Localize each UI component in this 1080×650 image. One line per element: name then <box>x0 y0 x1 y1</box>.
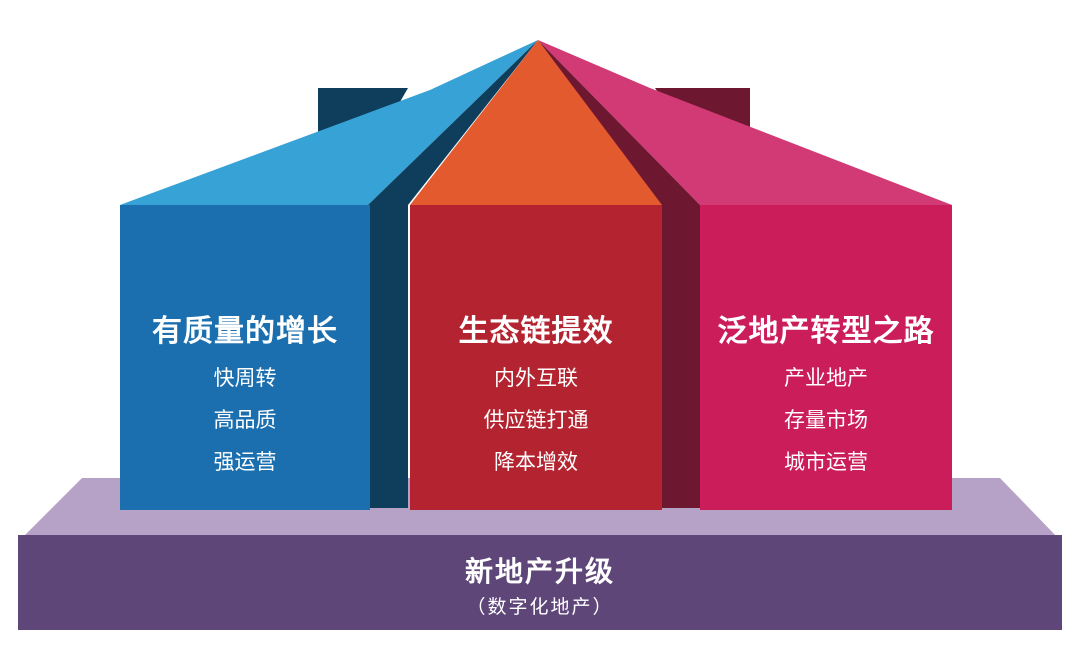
pink-arrow-top <box>538 40 952 205</box>
pink-column-front <box>700 205 952 510</box>
center-arrow-top <box>410 40 662 205</box>
blue-column-front <box>120 205 370 510</box>
pink-column-side <box>660 205 700 508</box>
blue-column-side <box>368 205 408 508</box>
column-item-right-1: 产业地产 <box>784 366 868 390</box>
column-item-center-1: 内外互联 <box>494 366 578 390</box>
base-front-face <box>18 535 1062 630</box>
column-title-center: 生态链提效 <box>458 314 614 349</box>
pink-arrow-side <box>538 40 700 205</box>
column-title-right: 泛地产转型之路 <box>717 314 935 349</box>
blue-arrow-top <box>120 40 538 205</box>
base-subtitle: （数字化地产） <box>466 596 614 618</box>
column-item-center-3: 降本增效 <box>494 450 578 474</box>
column-item-left-1: 快周转 <box>213 366 277 390</box>
column-item-left-3: 强运营 <box>213 450 277 474</box>
column-item-center-2: 供应链打通 <box>483 408 589 432</box>
column-item-right-3: 城市运营 <box>784 450 868 474</box>
center-column-front <box>410 205 662 510</box>
column-title-left: 有质量的增长 <box>152 314 338 349</box>
column-item-right-2: 存量市场 <box>784 408 868 432</box>
blue-arrow-side <box>368 40 538 205</box>
column-item-left-2: 高品质 <box>213 408 277 432</box>
base-title: 新地产升级 <box>464 555 615 588</box>
